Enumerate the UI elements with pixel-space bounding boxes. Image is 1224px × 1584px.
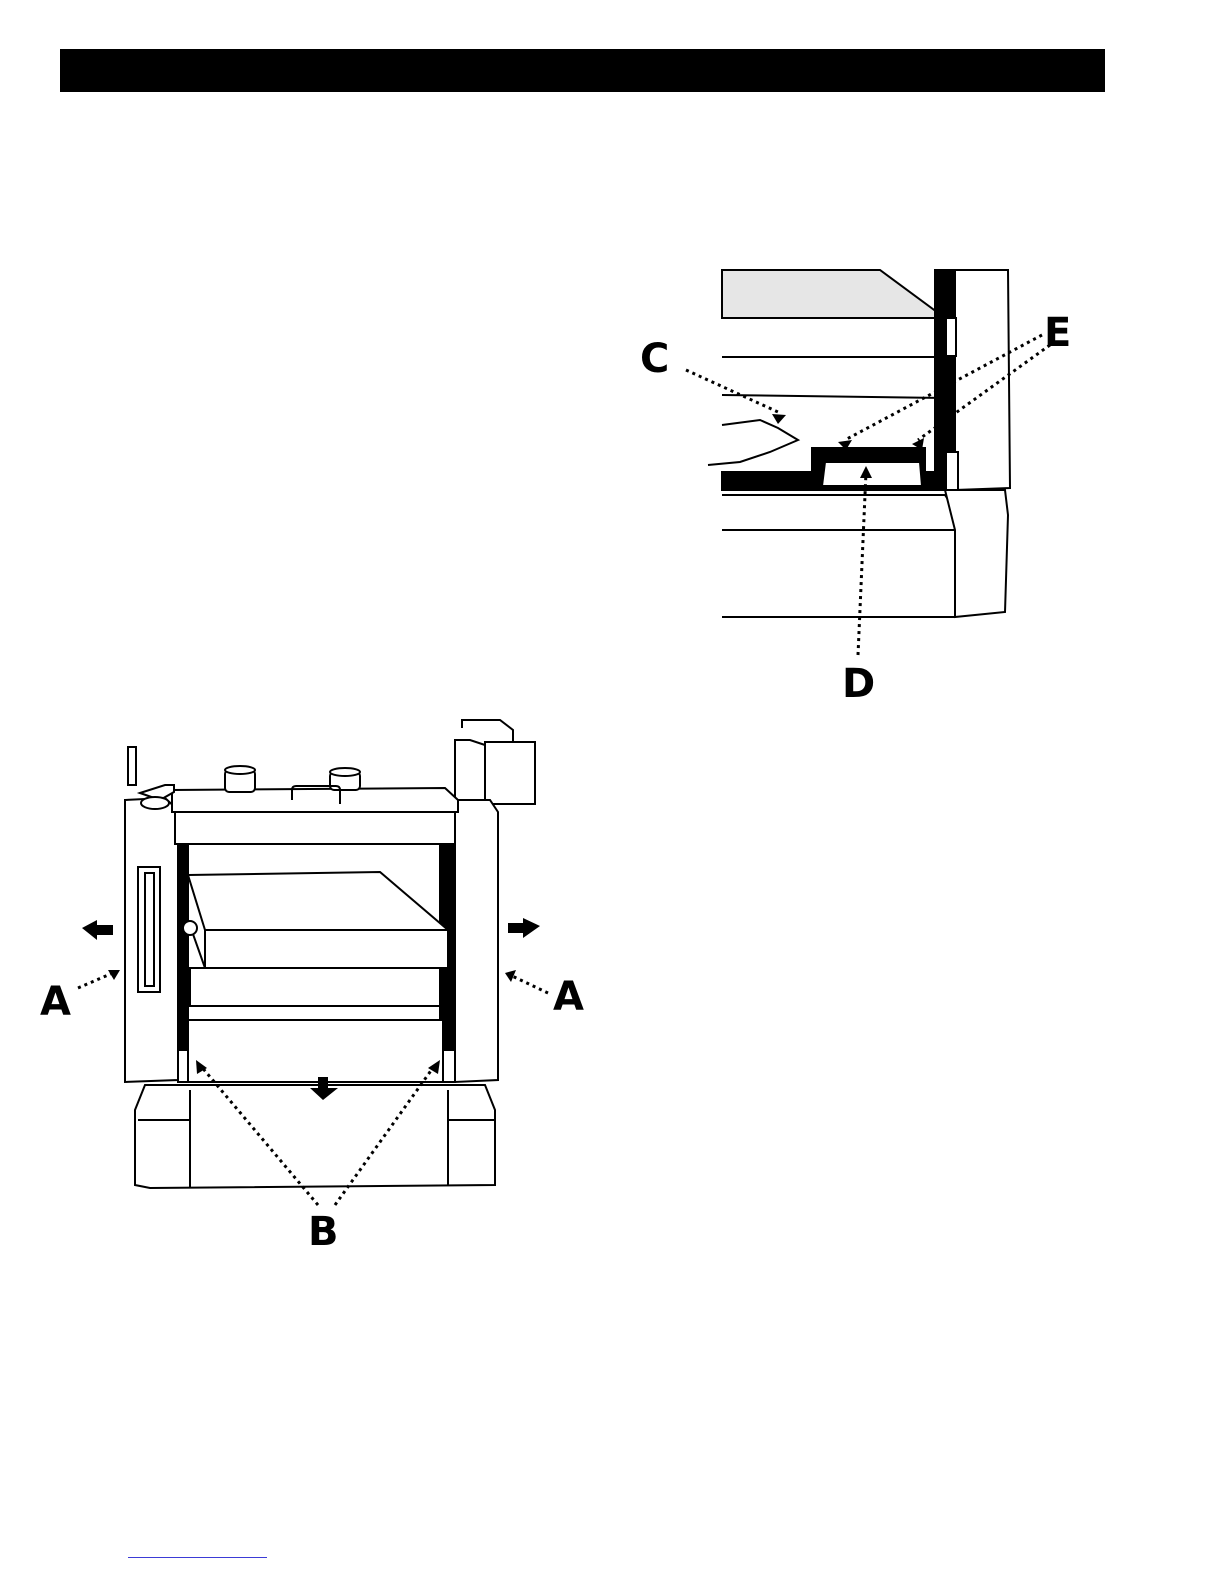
header-bar — [60, 49, 1105, 92]
label-a-right: A — [553, 974, 584, 1020]
label-d: D — [842, 661, 875, 707]
label-a-left: A — [40, 979, 71, 1025]
label-c: C — [640, 336, 669, 382]
footer-link-underline[interactable] — [128, 1557, 267, 1558]
label-b: B — [308, 1209, 339, 1255]
label-e: E — [1044, 310, 1071, 356]
planer-front-figure: A A B — [0, 700, 620, 1260]
planer-detail-figure: C D E — [620, 260, 1090, 710]
